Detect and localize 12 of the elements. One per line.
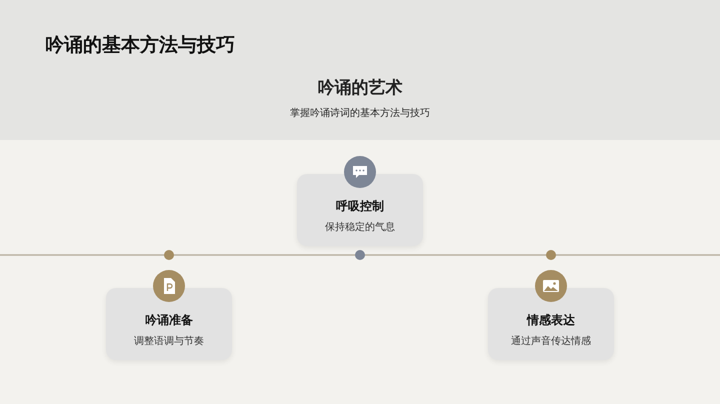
step-description: 保持稳定的气息: [325, 222, 395, 233]
step-card: [106, 288, 232, 360]
step-card: [488, 288, 614, 360]
step-card: [297, 174, 423, 246]
subtitle: 掌握吟诵诗词的基本方法与技巧: [290, 108, 430, 119]
step-heading: 吟诵准备: [145, 313, 193, 327]
step-heading: 呼吸控制: [336, 199, 384, 213]
section-heading: 吟诵的艺术: [318, 78, 402, 98]
step-description: 调整语调与节奏: [134, 336, 204, 347]
step-heading: 情感表达: [527, 313, 575, 327]
page-title: 吟诵的基本方法与技巧: [45, 33, 235, 58]
step-description: 通过声音传达情感: [511, 336, 591, 347]
